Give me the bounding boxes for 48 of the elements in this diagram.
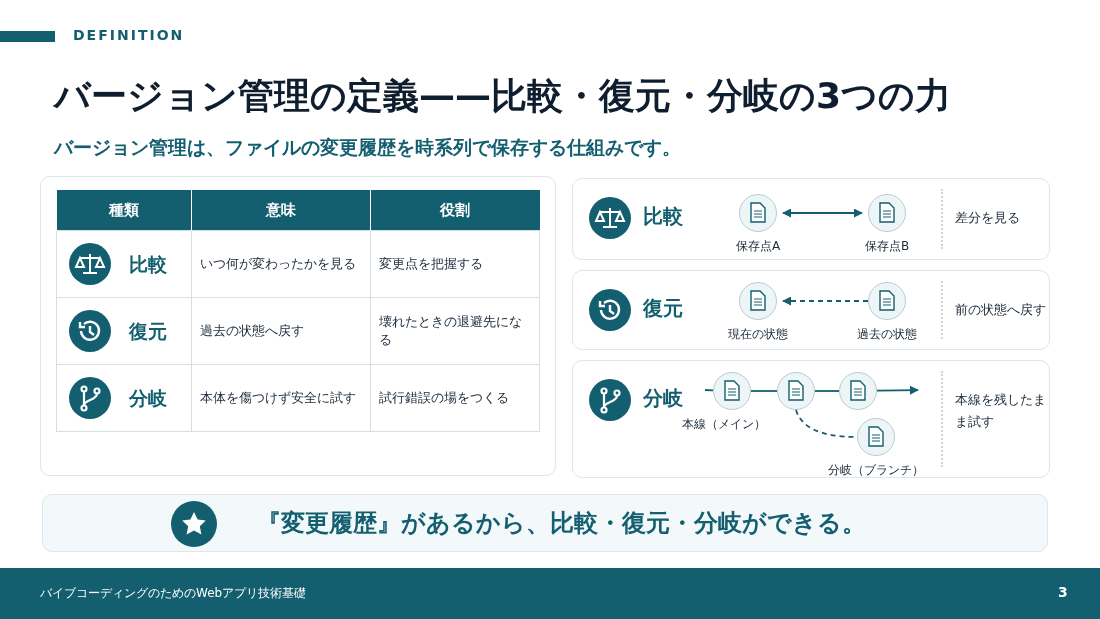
node-caption: 保存点B xyxy=(864,238,910,255)
table-cell: 本体を傷つけず安全に試す xyxy=(191,364,371,432)
arrow xyxy=(876,385,919,395)
table-cell: 過去の状態へ戻す xyxy=(191,297,371,365)
category-label: 分岐 xyxy=(129,386,167,411)
subtitle: バージョン管理は、ファイルの変更履歴を時系列で保存する仕組みです。 xyxy=(54,135,681,160)
description: 差分を見る xyxy=(955,209,1021,227)
document-node xyxy=(739,194,777,232)
concept-panel xyxy=(572,178,1050,260)
node-caption: 保存点A xyxy=(735,238,781,255)
category-label: 比較 xyxy=(129,252,167,277)
document-node xyxy=(713,372,751,410)
summary-text: 『変更履歴』があるから、比較・復元・分岐ができる。 xyxy=(257,508,866,539)
connector-line xyxy=(704,389,714,392)
panel-heading: 分岐 xyxy=(643,385,683,412)
document-node xyxy=(777,372,815,410)
node-caption: 過去の状態 xyxy=(857,326,917,343)
document-node xyxy=(868,282,906,320)
panel-heading: 比較 xyxy=(643,203,683,230)
connector-line xyxy=(814,390,840,392)
column-header: 役割 xyxy=(370,190,540,231)
page-number: 3 xyxy=(1058,584,1068,600)
column-header: 種類 xyxy=(56,190,192,231)
summary-banner xyxy=(42,494,1048,552)
category-label: 復元 xyxy=(129,319,167,344)
footer-text: バイブコーディングのためのWebアプリ技術基礎 xyxy=(40,585,307,602)
node-caption: 本線（メイン） xyxy=(682,416,766,433)
arrow xyxy=(782,208,863,218)
description: 本線を残したまま試す xyxy=(955,391,1047,431)
document-node xyxy=(839,372,877,410)
description: 前の状態へ戻す xyxy=(955,301,1047,319)
table-cell: いつ何が変わったかを見る xyxy=(191,230,371,298)
concept-panel xyxy=(572,360,1050,478)
document-node xyxy=(868,194,906,232)
dashed-arrow xyxy=(782,296,869,306)
table-cell: 試行錯誤の場をつくる xyxy=(370,364,540,432)
slide-title: バージョン管理の定義——比較・復元・分岐の3つの力 xyxy=(54,74,952,118)
document-node xyxy=(739,282,777,320)
document-node xyxy=(857,418,895,456)
node-caption: 現在の状態 xyxy=(728,326,788,343)
concept-panel xyxy=(572,270,1050,350)
connector-line xyxy=(750,390,778,392)
panel-heading: 復元 xyxy=(643,295,683,322)
table-cell: 変更点を把握する xyxy=(370,230,540,298)
table-cell: 壊れたときの退避先になる xyxy=(370,297,540,365)
node-caption: 分岐（ブランチ） xyxy=(828,462,924,479)
section-tag: DEFINITION xyxy=(73,27,185,43)
column-header: 意味 xyxy=(191,190,371,231)
